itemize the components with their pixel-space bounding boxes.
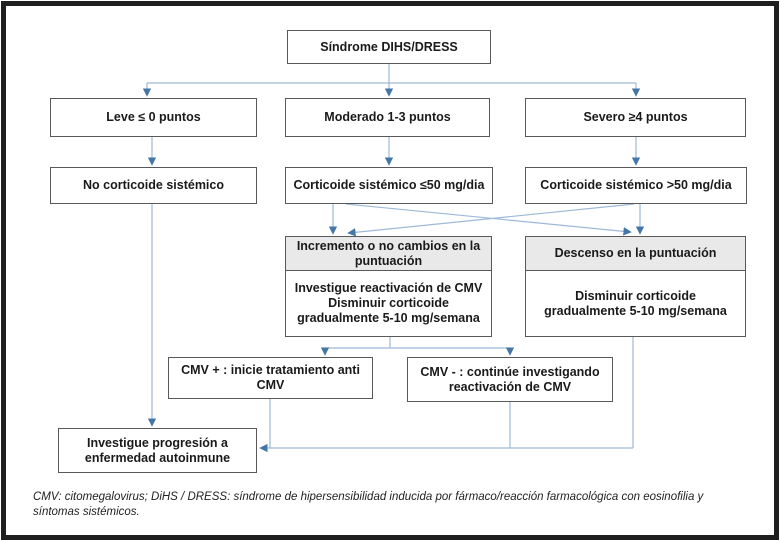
node-descenso-header: Descenso en la puntuación: [526, 237, 745, 271]
node-progresion-autoinmune: Investigue progresión a enfermedad autoi…: [58, 428, 257, 473]
figure-inner-border: [3, 3, 777, 538]
node-moderado: Moderado 1-3 puntos: [285, 98, 490, 137]
node-leve: Leve ≤ 0 puntos: [50, 98, 257, 137]
node-incremento-header: Incremento o no cambios en la puntuación: [286, 237, 491, 271]
node-incremento-puntuacion: Incremento o no cambios en la puntuación…: [285, 236, 492, 337]
node-sindrome-dihs-dress: Síndrome DIHS/DRESS: [287, 30, 491, 64]
node-descenso-body: Disminuir corticoide gradualmente 5-10 m…: [544, 288, 727, 318]
figure-footnote: CMV: citomegalovirus; DiHS / DRESS: sínd…: [33, 491, 704, 518]
node-no-corticoide: No corticoide sistémico: [50, 167, 257, 204]
node-corticoide-gt50: Corticoide sistémico >50 mg/dia: [525, 167, 747, 204]
node-corticoide-leq50: Corticoide sistémico ≤50 mg/dia: [285, 167, 493, 204]
node-incremento-body: Investigue reactivación de CMV Disminuir…: [294, 281, 483, 325]
node-cmv-positivo: CMV + : inicie tratamiento anti CMV: [168, 357, 373, 399]
node-cmv-negativo: CMV - : continúe investigando reactivaci…: [407, 357, 613, 402]
node-severo: Severo ≥4 puntos: [525, 98, 746, 137]
node-descenso-puntuacion: Descenso en la puntuación Disminuir cort…: [525, 236, 746, 337]
